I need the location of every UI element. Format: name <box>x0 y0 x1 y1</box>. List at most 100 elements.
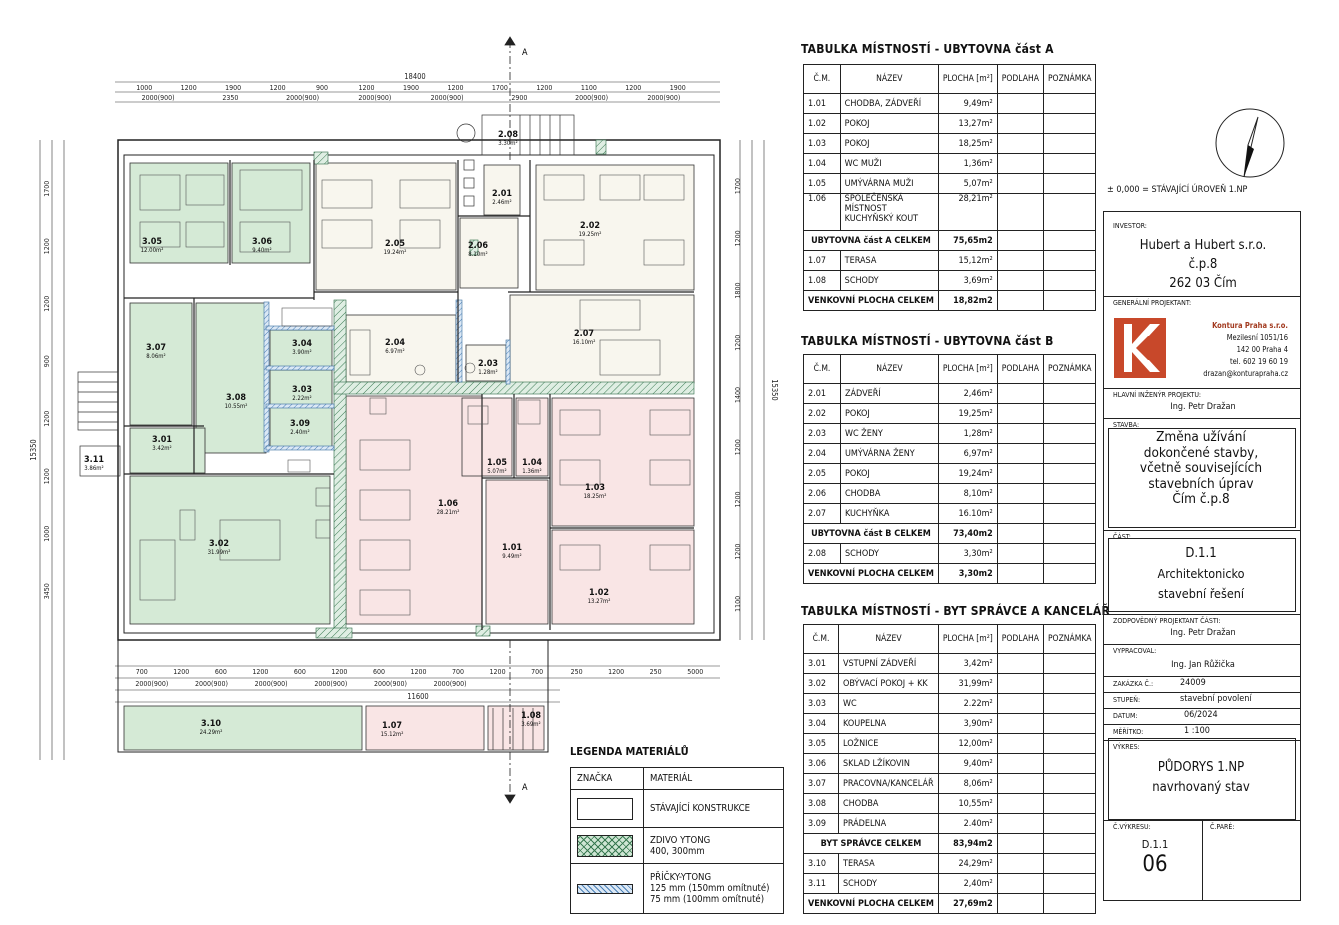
room-note <box>1042 833 1097 854</box>
room-floor <box>996 503 1044 524</box>
dimension-value: 2000(900) <box>314 680 347 688</box>
room-number: 3.11 <box>803 873 839 894</box>
room-number: 2.04 <box>803 443 841 464</box>
room-area: 8,06m² <box>937 773 998 794</box>
room-floor <box>996 653 1044 674</box>
room-area-label: 16.10m² <box>573 339 596 346</box>
room-note <box>1042 893 1097 914</box>
total-value: 3,30m2 <box>937 563 998 584</box>
room-floor <box>996 230 1044 251</box>
room-note <box>1042 443 1097 464</box>
room-name: ZÁDVEŘÍ <box>839 383 939 404</box>
dimension-value: 1700 <box>734 178 742 194</box>
room-label: 3.10 <box>201 719 221 729</box>
dimension-value: 2000(900) <box>575 94 608 102</box>
table-header: Č.M. <box>803 64 841 94</box>
total-label: BYT SPRÁVCE CELKEM <box>803 833 939 854</box>
room-label: 3.02 <box>209 539 229 549</box>
room-area-label: 8.10m² <box>468 251 487 258</box>
part-name-line: stavební řešení <box>1158 586 1244 601</box>
dimension-value: 1200 <box>43 411 51 427</box>
section-line <box>504 36 516 804</box>
dimension-value: 1900 <box>403 84 419 92</box>
legend-ytong: ZDIVO YTONG <box>650 834 711 846</box>
room-name: WC <box>838 693 939 714</box>
dimension-value: 2000(900) <box>195 680 228 688</box>
room-name: KOUPELNA <box>838 713 939 734</box>
room-area: 19,25m² <box>937 403 998 424</box>
room-number: 1.01 <box>803 93 841 114</box>
room-area: 6,97m² <box>937 443 998 464</box>
building-label: STAVBA: <box>1113 421 1140 429</box>
chief-engineer-label: HLAVNÍ INŽENÝR PROJEKTU: <box>1113 391 1202 399</box>
room-number: 3.05 <box>803 733 839 754</box>
section-mark-top: A <box>522 48 528 58</box>
total-label: VENKOVNÍ PLOCHA CELKEM <box>803 563 939 584</box>
dimension-value: 700 <box>136 668 148 676</box>
dimension-value: 1200 <box>734 544 742 560</box>
total-value: 83,94m2 <box>937 833 998 854</box>
room-label: 2.06 <box>468 241 488 251</box>
drawing-label: VÝKRES: <box>1113 743 1140 751</box>
room-area-label: 19.24m² <box>384 249 407 256</box>
room-number: 1.03 <box>803 133 841 154</box>
room-name: WC ŽENY <box>839 423 939 444</box>
dimension-value: 2000(900) <box>431 94 464 102</box>
dimension-value: 700 <box>531 668 543 676</box>
room-number: 3.08 <box>803 793 839 814</box>
room-area: 13,27m² <box>937 113 998 134</box>
room-number: 2.08 <box>803 543 841 564</box>
room-area: 1,36m² <box>937 153 998 174</box>
room-3-05 <box>129 162 229 264</box>
room-area-label: 10.55m² <box>225 403 248 410</box>
table-header: POZNÁMKA <box>1042 354 1097 384</box>
room-floor <box>996 113 1044 134</box>
room-number: 2.02 <box>803 403 841 424</box>
legend-col-material: MATERIÁL <box>643 767 784 790</box>
room-label: 1.04 <box>522 458 542 468</box>
furniture <box>139 169 691 616</box>
svg-text:18400: 18400 <box>404 72 425 81</box>
building-name-line: včetně souvisejících <box>1139 460 1263 476</box>
room-3-03 <box>269 369 333 406</box>
room-area-label: 2.46m² <box>492 199 511 206</box>
room-number: 3.06 <box>803 753 839 774</box>
room-name: KUCHYŇKA <box>839 503 939 524</box>
room-note <box>1042 193 1097 231</box>
total-label: VENKOVNÍ PLOCHA CELKEM <box>803 893 939 914</box>
level-note: ± 0,000 = STÁVAJÍCÍ ÚROVEŇ 1.NP <box>1107 185 1248 195</box>
dimension-value: 1200 <box>734 491 742 507</box>
room-floor <box>996 873 1044 894</box>
room-name: CHODBA <box>839 483 939 504</box>
dimension-value: 1900 <box>225 84 241 92</box>
room-floor <box>996 193 1044 231</box>
room-note <box>1042 383 1097 404</box>
room-3-02 <box>129 475 331 625</box>
legend-ytong-sizes: 400, 300mm <box>650 845 705 857</box>
room-area-label: 2.40m² <box>290 429 309 436</box>
room-label: 3.05 <box>142 237 162 247</box>
room-name: VSTUPNÍ ZÁDVEŘÍ <box>838 653 939 674</box>
dimension-value: 1200 <box>536 84 552 92</box>
general-designer-label: GENERÁLNÍ PROJEKTANT: <box>1113 299 1192 307</box>
section-mark-bottom: A <box>522 783 528 793</box>
room-area: 12,00m² <box>937 733 998 754</box>
room-area-label: 9.49m² <box>502 553 521 560</box>
room-name: SPOLEČENSKÁ MÍSTNOST KUCHYŇSKÝ KOUT <box>839 193 939 231</box>
company-address-2: 142 00 Praha 4 <box>1236 345 1288 354</box>
legend-swatch-existing <box>577 797 633 820</box>
room-label: 3.04 <box>292 339 312 349</box>
table-header: PODLAHA <box>996 64 1044 94</box>
room-area: 8,10m² <box>937 483 998 504</box>
room-note <box>1042 173 1097 194</box>
room-number: 2.06 <box>803 483 841 504</box>
room-2-02 <box>535 164 695 291</box>
dimension-value: 1200 <box>447 84 463 92</box>
